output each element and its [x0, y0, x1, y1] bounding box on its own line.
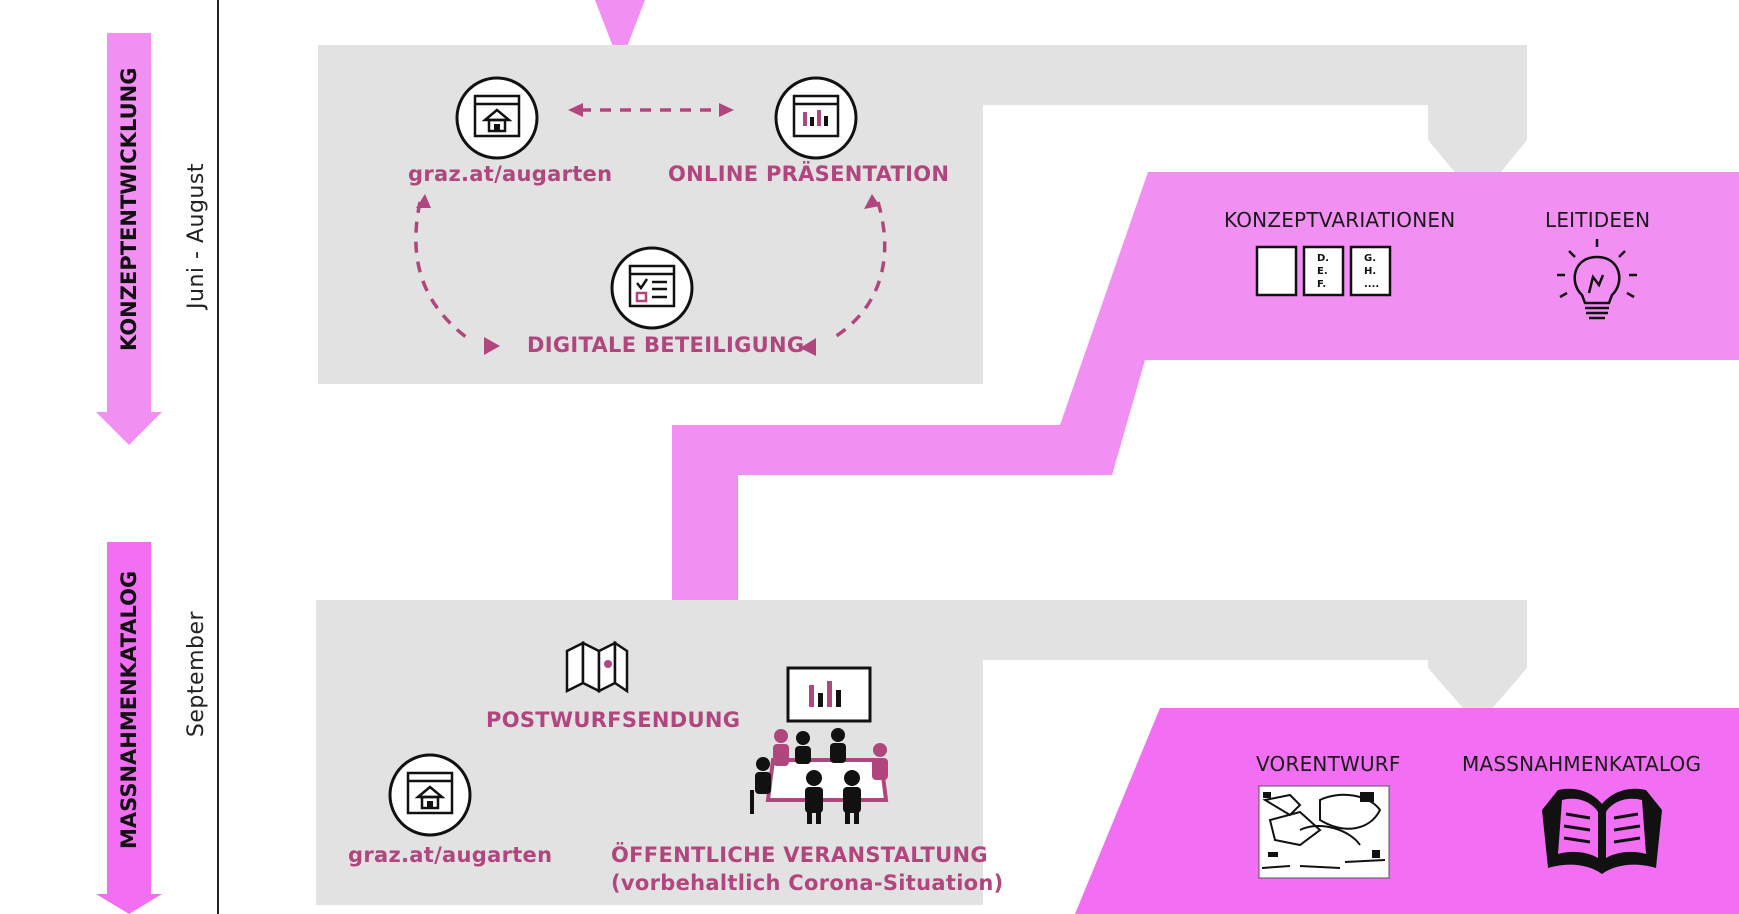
sheet3-line1: G.: [1364, 253, 1376, 264]
guiding-ideas-label: LEITIDEEN: [1545, 208, 1651, 232]
public-meeting-icon: [750, 666, 889, 824]
lightbulb-icon: [1557, 239, 1637, 320]
public-event-note: (vorbehaltlich Corona-Situation): [611, 871, 1004, 895]
digital-participation-label: DIGITALE BETEILIGUNG: [527, 333, 805, 357]
catalog-book-icon: [1542, 788, 1662, 874]
phase1-period: Juni - August: [184, 163, 209, 309]
sheet3-line2: H.: [1364, 266, 1376, 277]
site-plan-image: [1258, 785, 1390, 879]
map-icon: [565, 640, 629, 694]
survey-icon: [610, 246, 694, 330]
concept-variations-label: KONZEPTVARIATIONEN: [1224, 208, 1456, 232]
sheet2-line2: E.: [1317, 266, 1328, 277]
incoming-arrow: [595, 0, 645, 65]
website-bottom-label: graz.at/augarten: [348, 843, 553, 867]
phase2-title: MASSNAHMENKATALOG: [117, 570, 141, 849]
website-icon-bottom: [388, 753, 472, 837]
catalog-label: MASSNAHMENKATALOG: [1462, 752, 1702, 776]
presentation-icon: [774, 76, 858, 160]
draft-label: VORENTWURF: [1256, 752, 1401, 776]
phase2-period: September: [184, 610, 209, 738]
concept-sheet-letters: D. E. F. G. H. ....: [1317, 253, 1379, 290]
mailing-label: POSTWURFSENDUNG: [486, 708, 741, 732]
phase1-title: KONZEPTENTWICKLUNG: [117, 67, 141, 351]
website-label: graz.at/augarten: [408, 162, 613, 186]
online-presentation-label: ONLINE PRÄSENTATION: [668, 162, 950, 186]
website-icon: [455, 76, 539, 160]
phase1-arrow: [96, 33, 162, 445]
public-event-label: ÖFFENTLICHE VERANSTALTUNG: [611, 843, 988, 867]
participation-connectors: [414, 108, 887, 342]
sheet3-line3: ....: [1364, 279, 1379, 290]
phase2-arrow: [96, 542, 162, 914]
concept-sheets-icon: [1255, 245, 1392, 297]
top-output-band: [672, 172, 1739, 645]
sheet2-line1: D.: [1317, 253, 1329, 264]
sheet2-line3: F.: [1317, 279, 1326, 290]
connector-arrowheads: [416, 103, 880, 356]
